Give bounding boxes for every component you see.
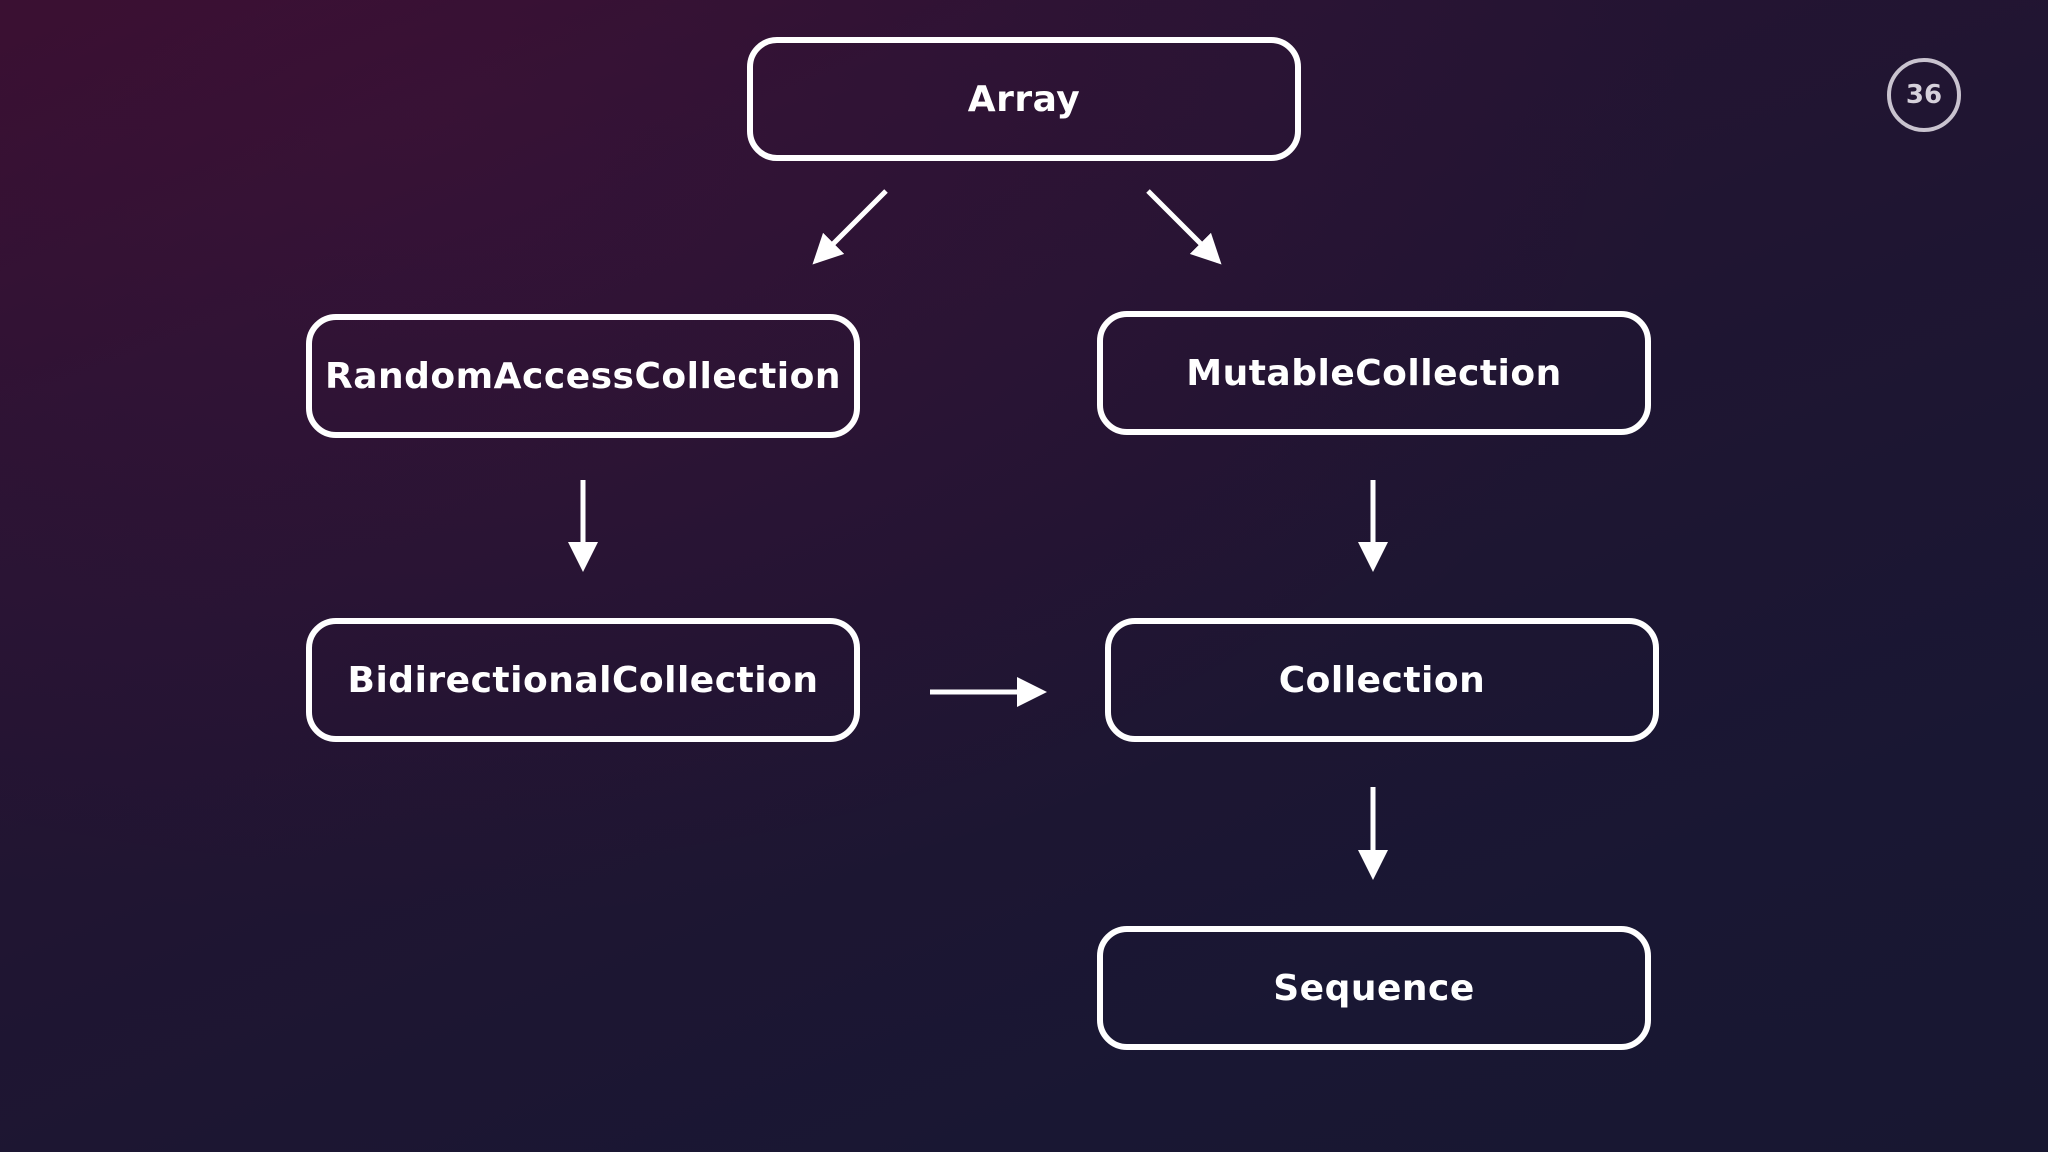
node-random-access-collection: RandomAccessCollection bbox=[306, 314, 860, 438]
node-mutable-collection-label: MutableCollection bbox=[1186, 352, 1562, 394]
node-sequence-label: Sequence bbox=[1273, 967, 1475, 1009]
edge-array-to-random-access-collection bbox=[812, 189, 888, 265]
node-sequence: Sequence bbox=[1097, 926, 1651, 1050]
node-array: Array bbox=[747, 37, 1301, 161]
edge-array-to-mutable-collection bbox=[1146, 189, 1222, 265]
slide-number-text: 36 bbox=[1905, 80, 1943, 110]
node-random-access-collection-label: RandomAccessCollection bbox=[325, 355, 841, 397]
node-collection: Collection bbox=[1105, 618, 1659, 742]
node-array-label: Array bbox=[967, 78, 1081, 120]
slide-number-badge: 36 bbox=[1887, 58, 1961, 132]
node-bidirectional-collection-label: BidirectionalCollection bbox=[347, 659, 819, 701]
node-mutable-collection: MutableCollection bbox=[1097, 311, 1651, 435]
node-collection-label: Collection bbox=[1278, 659, 1486, 701]
node-bidirectional-collection: BidirectionalCollection bbox=[306, 618, 860, 742]
